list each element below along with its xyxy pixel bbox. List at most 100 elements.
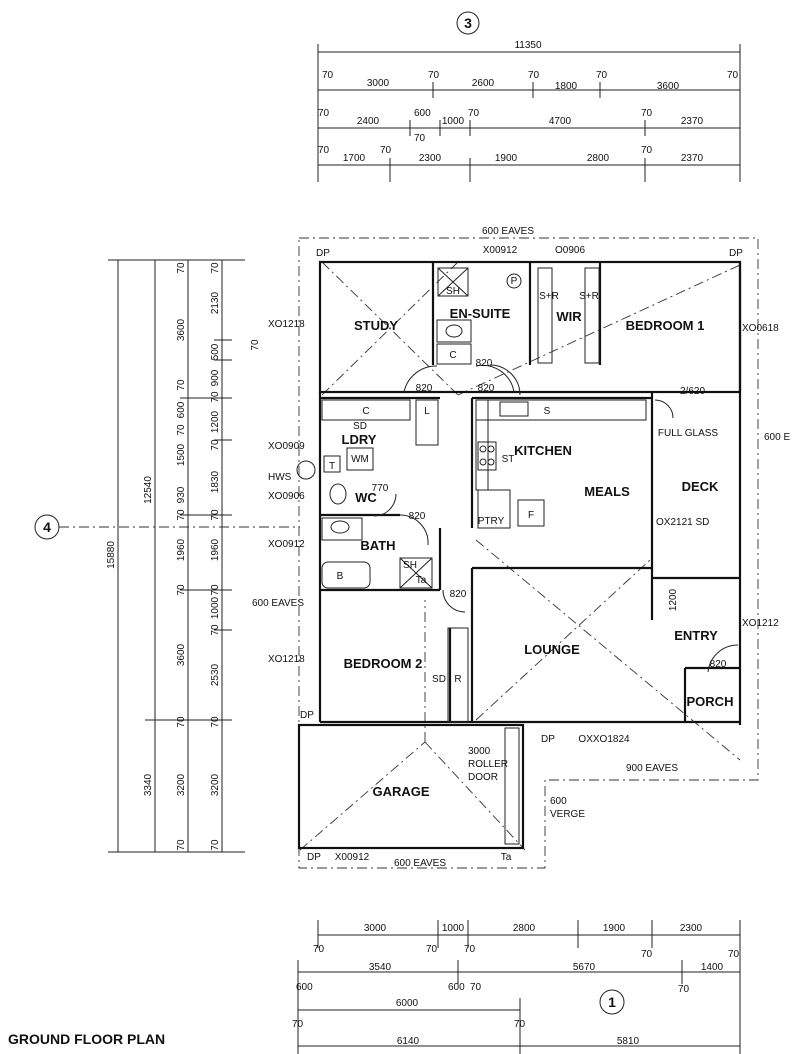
dim-left: 70 bbox=[210, 262, 221, 274]
dim-bottom: 600 bbox=[448, 982, 465, 993]
window-x01212: XO1212 bbox=[742, 618, 779, 629]
dim-top: 70 bbox=[641, 145, 653, 156]
dim-bottom: 2800 bbox=[513, 923, 536, 934]
label-downpipe-4: DP bbox=[541, 734, 555, 745]
dim-left: 3200 bbox=[176, 773, 187, 796]
left-dimensions bbox=[108, 259, 245, 853]
dim-left: 70 bbox=[176, 716, 187, 728]
dim-left-total: 15880 bbox=[106, 541, 117, 569]
label-eaves-left: 600 EAVES bbox=[252, 598, 304, 609]
dim-bottom: 70 bbox=[292, 1019, 304, 1030]
dim-top: 70 bbox=[318, 108, 330, 119]
dim-left: 3600 bbox=[176, 643, 187, 666]
dim-bottom: 1000 bbox=[442, 923, 465, 934]
grid-ref-left: 4 bbox=[43, 519, 51, 535]
dim-bottom: 6140 bbox=[397, 1036, 420, 1047]
dim-bottom: 2300 bbox=[680, 923, 703, 934]
label-sd-laundry: SD bbox=[353, 421, 367, 432]
dim-left: 900 bbox=[210, 369, 221, 386]
dim-left: 70 bbox=[176, 839, 187, 851]
room-laundry: LDRY bbox=[342, 432, 377, 447]
dim-bottom: 5810 bbox=[617, 1036, 640, 1047]
label-verge: VERGE bbox=[550, 809, 585, 820]
label-door-wir: 820 bbox=[478, 383, 495, 394]
grid-ref-top-circle bbox=[456, 11, 480, 35]
label-door-ensuite: 820 bbox=[476, 358, 493, 369]
label-entry-1200: 1200 bbox=[668, 588, 679, 611]
dim-bottom: 70 bbox=[641, 949, 653, 960]
dim-left: 1000 bbox=[210, 596, 221, 619]
room-meals: MEALS bbox=[584, 484, 630, 499]
dim-bottom: 1400 bbox=[701, 962, 724, 973]
label-sink: S bbox=[544, 406, 551, 417]
dim-bottom: 5670 bbox=[573, 962, 596, 973]
room-wir: WIR bbox=[556, 309, 582, 324]
dim-top: 70 bbox=[528, 70, 540, 81]
walls bbox=[297, 260, 742, 850]
label-bathtub: B bbox=[337, 571, 344, 582]
window-x00912-top: X00912 bbox=[483, 245, 518, 256]
dim-top: 3600 bbox=[657, 81, 680, 92]
label-cupboard-linen: C bbox=[362, 406, 369, 417]
dim-top: 1000 bbox=[442, 116, 465, 127]
dim-bottom: 600 bbox=[296, 982, 313, 993]
dim-top: 70 bbox=[641, 108, 653, 119]
room-study: STUDY bbox=[354, 318, 398, 333]
dim-left: 70 bbox=[210, 839, 221, 851]
room-bedroom-1: BEDROOM 1 bbox=[626, 318, 705, 333]
dim-top-total: 11350 bbox=[514, 40, 542, 51]
dim-top: 1800 bbox=[555, 81, 578, 92]
dim-bottom: 70 bbox=[426, 944, 438, 955]
window-x00912-bath: XO0912 bbox=[268, 539, 305, 550]
label-shower-ensuite: SH bbox=[446, 286, 460, 297]
dim-left: 70 bbox=[176, 509, 187, 521]
dim-left: 70 bbox=[210, 584, 221, 596]
label-full-glass: FULL GLASS bbox=[658, 428, 719, 439]
window-x00912-garage: X00912 bbox=[335, 852, 370, 863]
room-entry: ENTRY bbox=[674, 628, 718, 643]
dim-top: 70 bbox=[380, 145, 392, 156]
dim-left: 70 bbox=[176, 424, 187, 436]
dim-bottom: 1900 bbox=[603, 923, 626, 934]
dim-top: 70 bbox=[414, 133, 426, 144]
label-hws: HWS bbox=[268, 472, 292, 483]
label-eaves-bottom: 600 EAVES bbox=[394, 858, 446, 869]
dim-top: 2400 bbox=[357, 116, 380, 127]
label-roller-door: DOOR bbox=[468, 772, 498, 783]
label-downpipe-1: DP bbox=[316, 248, 330, 259]
room-porch: PORCH bbox=[687, 694, 734, 709]
label-roller: ROLLER bbox=[468, 759, 508, 770]
window-x01218-bed2: XO1218 bbox=[268, 654, 305, 665]
dim-top: 3000 bbox=[367, 78, 390, 89]
room-kitchen: KITCHEN bbox=[514, 443, 572, 458]
label-washing-machine: WM bbox=[351, 454, 369, 465]
top-dimensions bbox=[317, 44, 741, 182]
grid-ref-top: 3 bbox=[464, 15, 472, 31]
dim-top: 70 bbox=[468, 108, 480, 119]
dim-left: 3340 bbox=[143, 773, 154, 796]
label-linen: L bbox=[424, 406, 430, 417]
label-door-study: 820 bbox=[416, 383, 433, 394]
dim-top: 70 bbox=[318, 145, 330, 156]
dim-top: 2800 bbox=[587, 153, 610, 164]
dim-top: 70 bbox=[428, 70, 440, 81]
dim-top: 2600 bbox=[472, 78, 495, 89]
dim-left: 600 bbox=[176, 401, 187, 418]
dim-left: 500 bbox=[210, 343, 221, 360]
dim-left: 70 bbox=[210, 439, 221, 451]
dim-left: 70 bbox=[210, 509, 221, 521]
label-eaves-top: 600 EAVES bbox=[482, 226, 534, 237]
label-door-bath: 820 bbox=[409, 511, 426, 522]
room-deck: DECK bbox=[682, 479, 719, 494]
dim-left: 1960 bbox=[176, 538, 187, 561]
dim-bottom: 3000 bbox=[364, 923, 387, 934]
dim-left: 70 bbox=[210, 716, 221, 728]
room-lounge: LOUNGE bbox=[524, 642, 580, 657]
dim-left: 930 bbox=[176, 486, 187, 503]
door-swings bbox=[373, 364, 739, 673]
dim-bottom: 70 bbox=[514, 1019, 526, 1030]
window-o0906: O0906 bbox=[555, 245, 585, 256]
dim-top: 70 bbox=[727, 70, 739, 81]
label-eaves-lounge: 900 EAVES bbox=[626, 763, 678, 774]
